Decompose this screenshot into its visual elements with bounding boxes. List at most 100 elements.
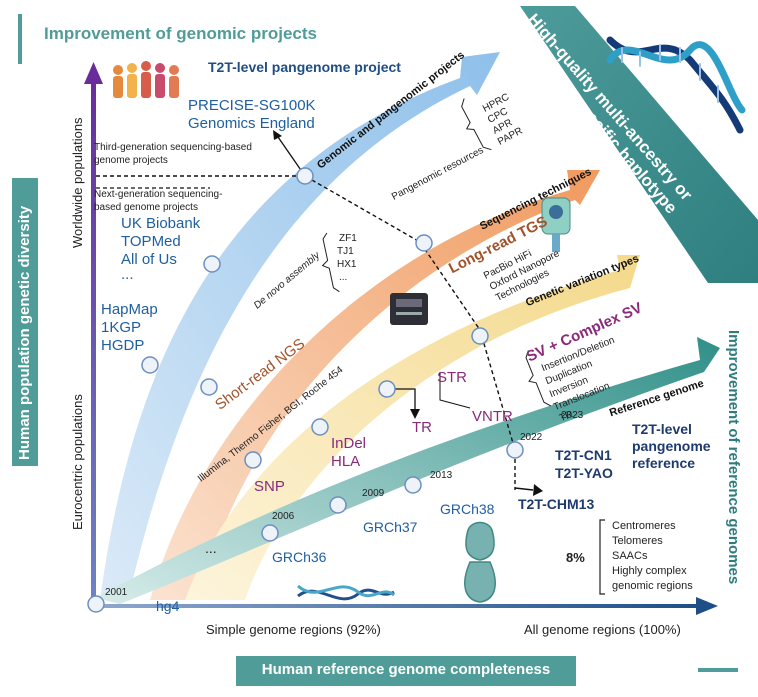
- milestone-tr: [378, 380, 396, 398]
- sv-types-bracket: [525, 350, 552, 407]
- milestone-2001: [87, 595, 105, 613]
- dna-helix-icon: [606, 36, 746, 134]
- chromosome-icon: [464, 521, 496, 603]
- reference-genome-band: [95, 337, 720, 604]
- bottom-axis-label: Human reference genome completeness: [261, 661, 551, 678]
- region-telomeres: Telomeres: [612, 535, 663, 547]
- t2t-chm13: T2T-CHM13: [518, 496, 595, 512]
- page-title: Improvement of genomic projects: [44, 24, 317, 43]
- all-of-us: All of Us: [121, 251, 177, 268]
- next-gen-label-1: Next-generation sequencing-: [94, 189, 223, 200]
- milestone-third-gen: [296, 167, 314, 185]
- assembly-tj1: TJ1: [337, 246, 354, 257]
- assembly-ellipsis: ...: [339, 272, 348, 283]
- third-gen-label-1: Third-generation sequencing-based: [94, 142, 252, 153]
- grch38-label: GRCh38: [440, 501, 495, 517]
- y-axis-bottom-label: Eurocentric populations: [70, 394, 85, 530]
- assembly-zf1: ZF1: [339, 233, 357, 244]
- region-genomic: genomic regions: [612, 580, 693, 592]
- year-2013: 2013: [430, 470, 453, 481]
- t2t-pangenome-line3: reference: [632, 455, 696, 471]
- x-axis-right-label: All genome regions (100%): [524, 622, 681, 637]
- t2t-pangenome-line2: pangenome: [632, 438, 711, 454]
- right-axis-label: Improvement of reference genomes: [725, 330, 742, 585]
- hapmap: HapMap: [101, 301, 158, 318]
- x-axis-arrowhead: [696, 597, 718, 615]
- arrowhead-precise: [273, 130, 282, 140]
- tr-label: TR: [412, 419, 432, 436]
- left-axis-label-box: [12, 178, 38, 466]
- year-2023: 2023: [561, 410, 584, 421]
- milestone-2009: [329, 496, 347, 514]
- hgdp: HGDP: [101, 337, 145, 354]
- y-axis-line: [91, 78, 96, 598]
- precise-sg100k: PRECISE-SG100K: [188, 97, 316, 114]
- milestone-sv: [471, 327, 489, 345]
- y-axis-arrowhead: [84, 62, 103, 84]
- str-vntr-bracket: [439, 372, 471, 409]
- left-axis-label: Human population genetic diversity: [16, 205, 33, 460]
- y-axis-top-label: Worldwide populations: [70, 117, 85, 248]
- x-axis-left-label: Simple genome regions (92%): [206, 622, 381, 637]
- milestone-hapmap: [141, 356, 159, 374]
- arrow-to-chm13: [514, 487, 534, 491]
- genomics-england: Genomics England: [188, 115, 315, 132]
- t2t-pangenome-line1: T2T-level: [632, 421, 692, 437]
- uk-biobank: UK Biobank: [121, 215, 201, 232]
- topmed: TOPMed: [121, 233, 181, 250]
- indel-label: InDel: [331, 435, 367, 452]
- assembly-hx1: HX1: [337, 259, 357, 270]
- arrow-to-tr: [387, 388, 416, 412]
- region-centromeres: Centromeres: [612, 520, 676, 532]
- grch36-label: GRCh36: [272, 549, 327, 565]
- region-saacs: SAACs: [612, 550, 648, 562]
- genetic-variation-band: [185, 255, 640, 600]
- corner-accent-bar: [698, 668, 738, 672]
- resources-bracket: [461, 98, 492, 151]
- region-highly-complex: Highly complex: [612, 565, 687, 577]
- year-2009: 2009: [362, 488, 385, 499]
- hla-label: HLA: [331, 453, 361, 470]
- grch37-label: GRCh37: [363, 519, 418, 535]
- t2t-cn1: T2T-CN1: [555, 447, 612, 463]
- sequencer-icon: [390, 293, 428, 325]
- x-axis-line: [92, 604, 698, 608]
- genomic-projects-band: [100, 52, 500, 600]
- small-dna-icon: [296, 584, 395, 601]
- arrowhead-tr: [410, 409, 420, 419]
- milestone-circles: [87, 167, 524, 613]
- haplotype-panels-banner: [520, 6, 758, 283]
- milestone-snp: [244, 451, 262, 469]
- hg4-label: hg4: [156, 598, 180, 614]
- milestone-2013: [404, 476, 422, 494]
- title-accent-bar: [18, 14, 22, 64]
- snp-label: SNP: [254, 478, 285, 495]
- year-2006: 2006: [272, 511, 295, 522]
- milestone-short-read: [200, 378, 218, 396]
- milestone-long-read: [415, 234, 433, 252]
- 1kgp: 1KGP: [101, 319, 142, 336]
- bottom-axis-label-box: [236, 656, 576, 686]
- t2t-pangenome-project: T2T-level pangenome project: [208, 59, 401, 75]
- de-novo-bracket: [321, 232, 340, 293]
- arrowhead-chm13: [533, 484, 543, 496]
- percent-8: 8%: [566, 550, 585, 565]
- next-gen-label-2: based genome projects: [94, 202, 198, 213]
- regions-bracket: [599, 519, 605, 595]
- year-2022: 2022: [520, 432, 543, 443]
- year-2001: 2001: [105, 587, 128, 598]
- str-label: STR: [437, 369, 467, 386]
- nanopore-icon: [541, 197, 571, 252]
- milestone-ngs-projects: [203, 255, 221, 273]
- reference-ellipsis: ...: [205, 540, 217, 556]
- people-icon: [113, 61, 179, 98]
- third-gen-label-2: genome projects: [94, 155, 168, 166]
- milestone-2022: [506, 441, 524, 459]
- milestone-2006: [261, 524, 279, 542]
- vntr-label: VNTR: [472, 408, 513, 425]
- t2t-yao: T2T-YAO: [555, 465, 613, 481]
- milestone-indel: [311, 418, 329, 436]
- ngs-projects-ellipsis: ...: [121, 266, 134, 283]
